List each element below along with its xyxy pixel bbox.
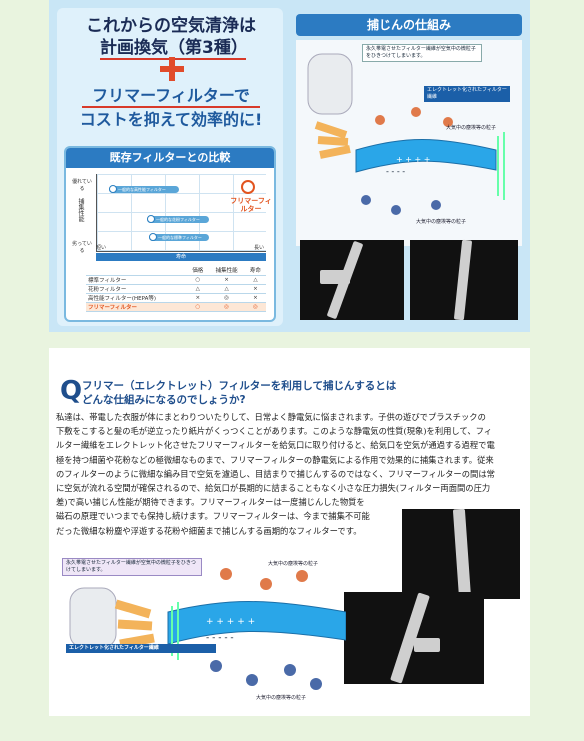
bottom-dust-label-top: 大気中の塵埃等の粒子 (268, 561, 319, 567)
pill-high-performance: 一般的な高性能フィルター (109, 185, 179, 193)
bottom-dust-label-bottom: 大気中の塵埃等の粒子 (256, 695, 307, 701)
table-row-highlight: フリマーフィルター○◎◎ (86, 302, 266, 312)
y-axis-label: 捕集性能 (77, 198, 84, 222)
paragraph-line: だった微細な粉塵や浮遊する花粉や細菌まで捕じんする画期的なフィルターです。 (56, 525, 362, 536)
comparison-table: 価格捕集性能寿命 標準フィルター○×△ 花粉フィルター△△× 高性能フィルター(… (86, 266, 266, 312)
svg-text:- - - -: - - - - (386, 167, 405, 176)
comparison-box: 既存フィルターとの比較 優れている 捕集性能 劣っている 一般的な高性能フィルタ… (64, 146, 276, 322)
mechanism-diagram: + + + + - - - - 永久帯電させたフィルター繊維が空気中の微粒子をひ… (296, 40, 522, 246)
question-line-2: どんな仕組みになるのでしょうか? (82, 394, 246, 406)
paragraph-line: に空気が流れる空間が確保されるので、給気口が長期的に詰まることもなく小さな圧力損… (56, 482, 491, 493)
micrograph-image (344, 592, 484, 684)
paragraph-line: ルター繊維をエレクトレット化させたフリマーフィルターを給気口に取り付けると、給気… (56, 440, 495, 451)
paragraph-line: 磁石の原理でいつまでも保持し続けます。フリマーフィルターは、今まで捕集不可能 (56, 511, 370, 522)
pill-standard: 一般的な標準フィルター (149, 233, 209, 241)
bottom-illustration: + + + + + - - - - - (69, 568, 347, 690)
mechanism-panel: 捕じんの仕組み + + + + - - - - 永久帯電させたフィルター繊維が空… (296, 14, 522, 332)
y-axis-high: 優れている (72, 179, 92, 192)
x-axis-high: 長い (254, 245, 265, 251)
bottom-electret-label: エレクトレット化されたフィルター繊維 (66, 644, 216, 653)
dust-label-top: 大気中の塵埃等の粒子 (446, 125, 497, 131)
circle-icon (149, 233, 157, 241)
svg-text:+ + + + +: + + + + + (206, 617, 255, 627)
electret-label: エレクトレット化されたフィルター繊維 (424, 86, 510, 102)
paragraph-line: 極を持つ細菌や花粉などの極微細なものまで、フリマーフィルターの静電気による作用で… (56, 454, 494, 465)
dust-label-bottom: 大気中の塵埃等の粒子 (416, 219, 467, 225)
micrograph-image (300, 240, 404, 320)
question-line-1: フリマー（エレクトレット）フィルターを利用して捕じんするとは (82, 380, 397, 392)
mechanism-illustration: + + + + - - - - (307, 53, 505, 215)
bottom-note: 永久帯電させたフィルター繊維が空気中の微粒子をひきつけてしまいます。 (62, 558, 202, 576)
x-axis-label: 寿命 (96, 253, 266, 261)
micrograph-image (402, 508, 520, 600)
mechanism-note: 永久帯電させたフィルター繊維が空気中の微粒子をひきつけてしまいます。 (362, 44, 482, 62)
pill-pollen: 一般的な花粉フィルター (147, 215, 209, 223)
paragraph-line: 私達は、帯電した衣服が体にまとわりついたりして、日常よく静電気に悩まされます。子… (56, 412, 486, 422)
svg-text:- - - - -: - - - - - (206, 633, 234, 643)
table-row: 花粉フィルター△△× (86, 284, 266, 294)
headline-line-4: コストを抑えて効率的に! (79, 110, 263, 129)
plus-icon (160, 57, 184, 81)
paragraph-line: のフィルターのように微細な編み目で空気を濾過し、目詰まりで捕じんするのではなく、… (56, 468, 495, 479)
comparison-chart-grid: 一般的な高性能フィルター 一般的な花粉フィルター 一般的な標準フィルター (96, 174, 266, 252)
svg-text:+ + + +: + + + + (396, 155, 430, 164)
highlight-label: フリマーフィルター (230, 197, 272, 213)
micrograph-image (410, 239, 518, 321)
table-row: 高性能フィルター(HEPA等)×◎× (86, 293, 266, 303)
y-axis-low: 劣っている (72, 241, 92, 254)
article-body: 私達は、帯電した衣服が体にまとわりついたりして、日常よく静電気に悩まされます。子… (56, 410, 520, 538)
circle-icon (109, 185, 117, 193)
circle-icon (147, 215, 155, 223)
mechanism-title: 捕じんの仕組み (296, 14, 522, 36)
headline-line-1: これからの空気清浄は (86, 16, 256, 36)
comparison-title: 既存フィルターとの比較 (66, 148, 274, 168)
paragraph-line: 下敷をこすると髪の毛が逆立ったり紙片がくっつくことがあります。このような静電気の… (56, 426, 493, 437)
headline-line-3: フリマーフィルターで (82, 86, 260, 108)
x-axis-low: 短い (96, 245, 107, 251)
table-header-row: 価格捕集性能寿命 (86, 266, 266, 276)
table-row: 標準フィルター○×△ (86, 275, 266, 285)
paragraph-line: 差)で高い捕じん性能が期待できます。フリマーフィルターは一度捕じんした物質を (56, 497, 365, 508)
q-mark: Q (60, 376, 83, 406)
highlight-circle-icon (241, 180, 255, 194)
bottom-mechanism-diagram: + + + + + - - - - - 永久帯電させたフィルター繊維が空気中の微… (56, 554, 347, 704)
